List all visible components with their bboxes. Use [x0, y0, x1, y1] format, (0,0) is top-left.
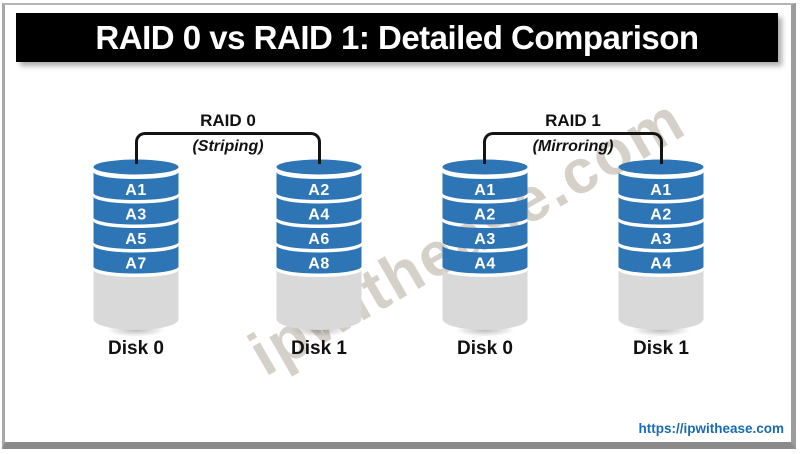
page-title: RAID 0 vs RAID 1: Detailed Comparison: [95, 19, 699, 56]
raid1-name-label: RAID 1: [545, 111, 601, 130]
svg-text:A8: A8: [308, 256, 329, 273]
disk-label-raid0-disk1: Disk 1: [291, 338, 347, 359]
svg-text:A4: A4: [474, 256, 495, 273]
disk-label-raid0-disk0: Disk 0: [108, 338, 164, 359]
raid0-name-label: RAID 0: [200, 111, 256, 130]
svg-text:A4: A4: [650, 256, 671, 273]
raid0-mode-label: (Striping): [192, 138, 264, 155]
svg-text:A7: A7: [125, 256, 146, 273]
footer-link[interactable]: https://ipwithease.com: [638, 421, 784, 436]
svg-text:A4: A4: [308, 207, 329, 224]
svg-text:A3: A3: [125, 207, 146, 224]
raid0-bracket: [135, 132, 321, 164]
svg-text:A1: A1: [125, 182, 146, 199]
svg-text:A5: A5: [125, 231, 146, 248]
raid1-bracket: [483, 132, 663, 164]
raid1-mode-label: (Mirroring): [532, 138, 614, 155]
title-bar: RAID 0 vs RAID 1: Detailed Comparison: [16, 13, 778, 62]
svg-text:A1: A1: [650, 182, 671, 199]
svg-text:A2: A2: [650, 207, 671, 224]
svg-text:A2: A2: [308, 182, 329, 199]
disk-label-raid1-disk1: Disk 1: [633, 338, 689, 359]
svg-text:A6: A6: [308, 231, 329, 248]
svg-text:A3: A3: [650, 231, 671, 248]
svg-text:A3: A3: [474, 231, 495, 248]
svg-text:A1: A1: [474, 182, 495, 199]
disk-label-raid1-disk0: Disk 0: [457, 338, 513, 359]
svg-text:A2: A2: [474, 207, 495, 224]
